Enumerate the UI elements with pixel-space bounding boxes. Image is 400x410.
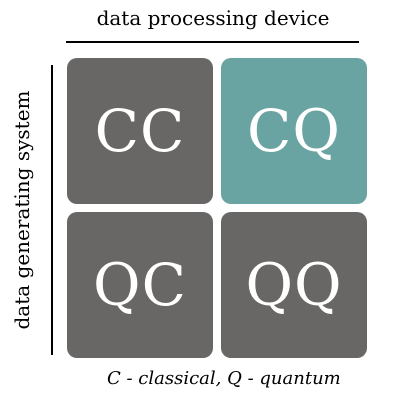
top-axis-label: data processing device [96, 6, 330, 30]
legend-caption: C - classical, Q - quantum [107, 368, 341, 389]
top-axis-rule [66, 41, 359, 43]
quadrant-qc: QC [67, 212, 213, 358]
quadrant-cc-label: CC [94, 97, 186, 165]
left-axis-rule [51, 65, 53, 355]
left-axis-label: data generating system [10, 90, 34, 330]
quadrant-qc-label: QC [93, 251, 187, 319]
quadrant-qq-label: QQ [245, 251, 343, 319]
quadrant-qq: QQ [221, 212, 367, 358]
quadrant-cc: CC [67, 58, 213, 204]
quadrant-cq: CQ [221, 58, 367, 204]
quadrant-cq-label: CQ [247, 97, 341, 165]
